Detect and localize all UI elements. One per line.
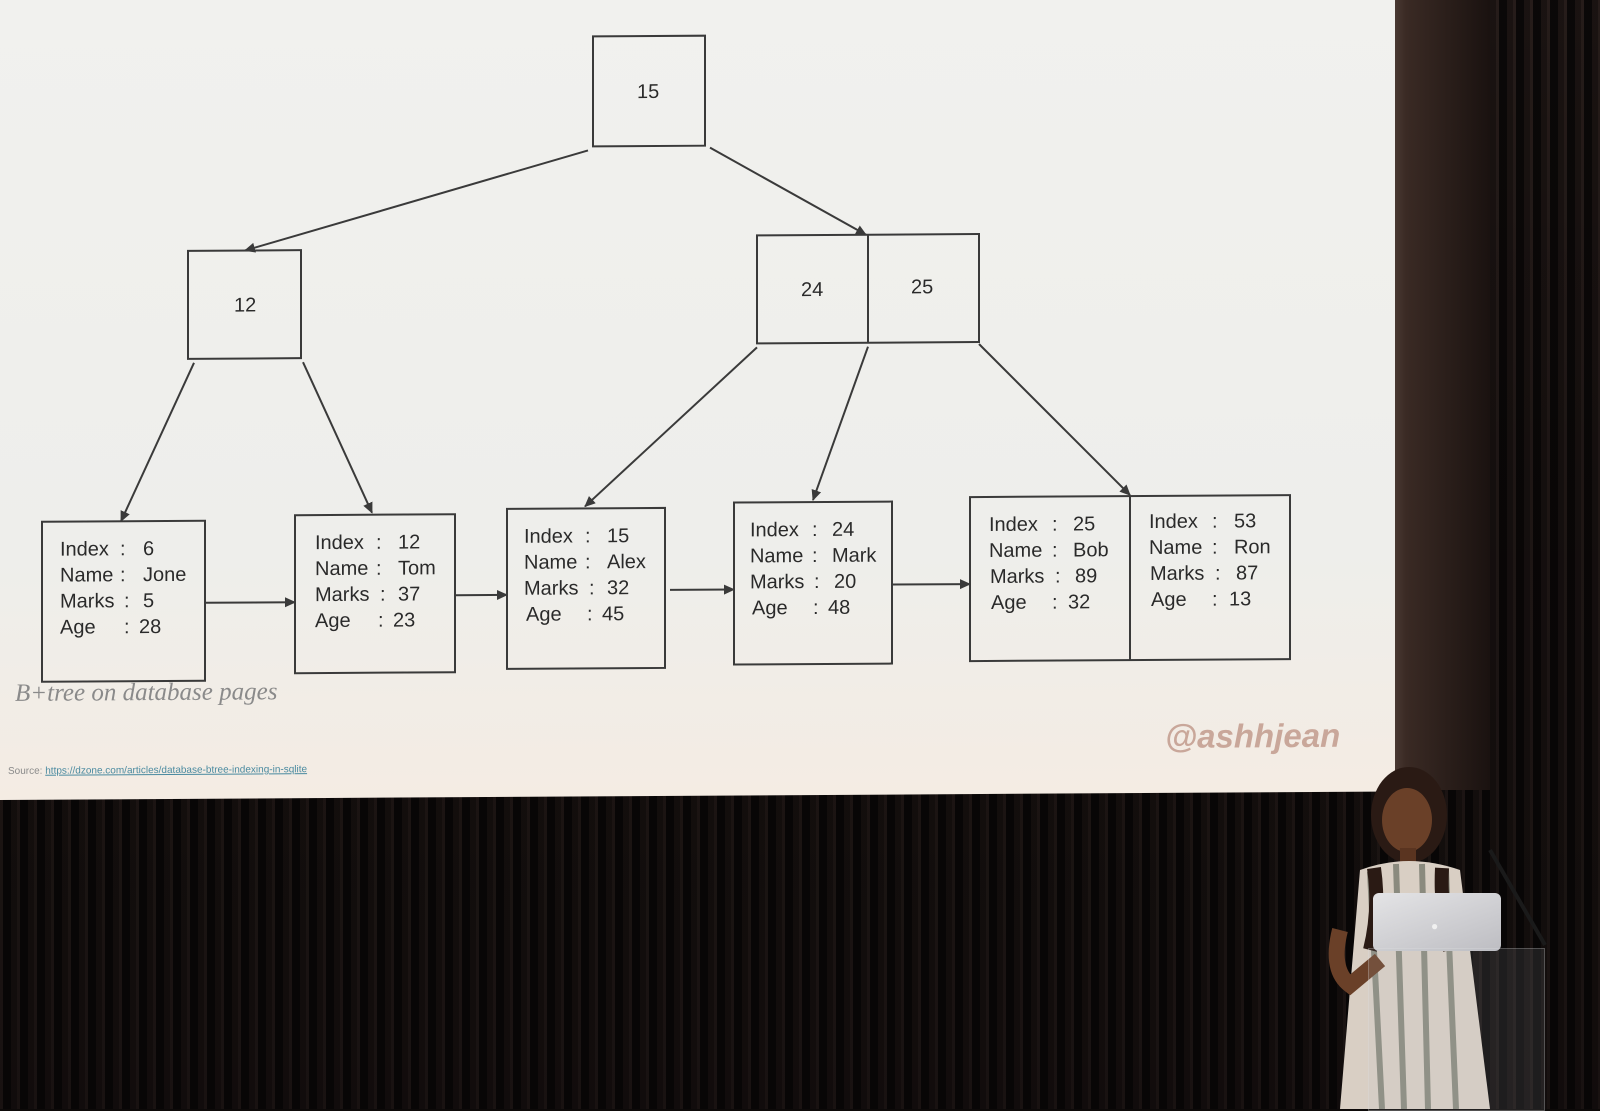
field-sep: :	[813, 597, 819, 619]
record-marks: 89	[1075, 565, 1097, 587]
record-marks: 37	[398, 583, 420, 605]
field-sep: :	[1052, 514, 1058, 536]
field-sep: :	[1212, 537, 1218, 559]
record-age: 32	[1068, 591, 1090, 613]
field-label: Name	[1149, 537, 1202, 559]
record-name: Tom	[398, 557, 436, 579]
record-name: Ron	[1234, 536, 1271, 558]
field-sep: :	[376, 558, 382, 580]
field-label: Name	[315, 558, 368, 580]
root-key: 15	[637, 81, 659, 103]
record-index: 15	[607, 525, 629, 547]
leaf-record-6: Index : 53 Name : Ron Marks : 87 Age : 1…	[1149, 510, 1271, 611]
record-marks: 32	[607, 577, 629, 599]
field-label: Marks	[315, 584, 369, 606]
field-sep: :	[1055, 566, 1061, 588]
field-label: Age	[752, 597, 788, 619]
field-sep: :	[120, 538, 126, 560]
field-sep: :	[587, 603, 593, 625]
field-sep: :	[120, 564, 126, 586]
record-index: 12	[398, 531, 420, 553]
source-link[interactable]: https://dzone.com/articles/database-btre…	[45, 764, 307, 777]
field-label: Age	[1151, 589, 1187, 611]
field-sep: :	[1215, 563, 1221, 585]
record-name: Bob	[1073, 539, 1109, 561]
record-index: 6	[143, 538, 154, 560]
edge-2425-leaf4	[813, 347, 868, 500]
field-sep: :	[1212, 511, 1218, 533]
field-label: Index	[524, 526, 573, 548]
field-label: Index	[750, 519, 799, 541]
field-label: Name	[524, 551, 577, 573]
field-sep: :	[1052, 592, 1058, 614]
edge-25-leaf5	[979, 343, 1130, 496]
field-sep: :	[812, 545, 818, 567]
record-age: 28	[139, 616, 161, 638]
record-age: 48	[828, 597, 850, 619]
field-label: Marks	[750, 571, 804, 593]
leaf-record-1: Index : 6 Name : Jone Marks : 5 Age : 28	[60, 538, 186, 639]
field-sep: :	[1212, 589, 1218, 611]
field-label: Age	[60, 616, 96, 638]
record-age: 23	[393, 609, 415, 631]
leaf-record-5: Index : 25 Name : Bob Marks : 89 Age : 3…	[989, 513, 1109, 614]
record-index: 24	[832, 519, 854, 541]
field-label: Index	[989, 514, 1038, 536]
twitter-handle: @ashhjean	[1165, 717, 1340, 756]
field-sep: :	[380, 584, 386, 606]
field-sep: :	[585, 551, 591, 573]
field-sep: :	[124, 616, 130, 638]
field-label: Age	[991, 592, 1027, 614]
leaf-record-2: Index : 12 Name : Tom Marks : 37 Age : 2…	[315, 531, 436, 632]
edge-12-leaf1	[121, 363, 194, 521]
record-name: Mark	[832, 545, 877, 567]
field-label: Name	[750, 545, 803, 567]
field-label: Index	[1149, 511, 1198, 533]
diagram-caption: B+tree on database pages	[15, 678, 277, 708]
field-label: Name	[989, 540, 1042, 562]
leaf-record-4: Index : 24 Name : Mark Marks : 20 Age : …	[750, 519, 877, 620]
record-name: Alex	[607, 551, 646, 573]
source-credit: Source: https://dzone.com/articles/datab…	[8, 764, 307, 777]
field-label: Marks	[524, 577, 578, 599]
internal-right-key-2: 25	[911, 276, 933, 298]
field-label: Index	[60, 538, 109, 560]
field-label: Index	[315, 532, 364, 554]
edge-12-leaf2	[303, 362, 372, 513]
record-marks: 5	[143, 590, 154, 612]
field-sep: :	[1052, 540, 1058, 562]
internal-right-key-1: 24	[801, 279, 823, 301]
field-label: Marks	[60, 590, 114, 612]
leaf-link-1-2	[205, 602, 295, 603]
field-label: Name	[60, 564, 113, 586]
field-label: Marks	[990, 566, 1044, 588]
internal-left-key: 12	[234, 294, 256, 316]
source-label: Source:	[8, 766, 42, 777]
record-index: 53	[1234, 510, 1256, 532]
record-age: 45	[602, 603, 624, 625]
record-index: 25	[1073, 513, 1095, 535]
edge-24-leaf3	[585, 347, 757, 506]
field-sep: :	[585, 525, 591, 547]
edge-root-right	[710, 147, 866, 236]
laptop: ●	[1373, 893, 1501, 951]
field-sep: :	[124, 590, 130, 612]
record-name: Jone	[143, 564, 186, 586]
field-label: Age	[526, 604, 562, 626]
acrylic-podium	[1368, 948, 1545, 1111]
leaf-record-3: Index : 15 Name : Alex Marks : 32 Age : …	[524, 525, 646, 626]
record-age: 13	[1229, 588, 1251, 610]
field-sep: :	[814, 571, 820, 593]
field-label: Marks	[1150, 563, 1204, 585]
projected-slide: 15 12 24 25 Index : 6	[0, 0, 1395, 800]
apple-logo-icon: ●	[1431, 919, 1438, 933]
edge-root-left	[245, 150, 588, 250]
field-sep: :	[376, 532, 382, 554]
field-sep: :	[589, 577, 595, 599]
record-marks: 20	[834, 571, 856, 593]
record-marks: 87	[1236, 562, 1258, 584]
field-label: Age	[315, 610, 351, 632]
field-sep: :	[378, 610, 384, 632]
field-sep: :	[812, 519, 818, 541]
